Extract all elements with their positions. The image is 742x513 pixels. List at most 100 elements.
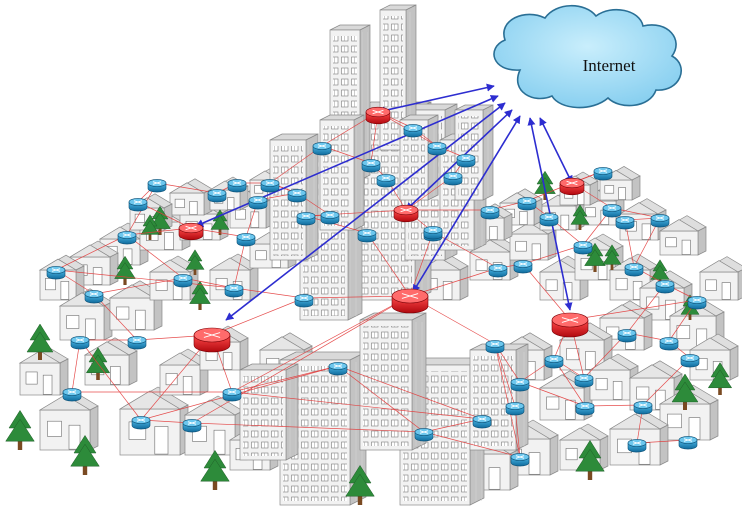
access-router-icon (593, 167, 613, 181)
tree-icon (189, 280, 211, 310)
gateway-router-icon (193, 327, 231, 353)
access-router-icon (472, 415, 492, 429)
mesh-link (494, 343, 516, 407)
access-router-icon (633, 401, 653, 415)
access-router-icon (517, 197, 537, 211)
access-router-icon (312, 142, 332, 156)
access-router-icon (260, 179, 280, 193)
access-router-icon (480, 206, 500, 220)
access-router-icon (131, 416, 151, 430)
access-router-icon (510, 453, 530, 467)
access-router-icon (624, 263, 644, 277)
access-router-icon (427, 142, 447, 156)
mesh-link (569, 299, 698, 321)
house-icon (608, 409, 669, 466)
access-router-icon (488, 264, 508, 278)
tree-icon (707, 362, 733, 395)
access-router-icon (70, 336, 90, 350)
access-router-icon (287, 189, 307, 203)
house-icon (183, 395, 244, 456)
access-router-icon (222, 388, 242, 402)
access-router-icon (328, 362, 348, 376)
house-icon (38, 254, 85, 301)
access-router-icon (357, 229, 377, 243)
access-router-icon (173, 274, 193, 288)
tree-icon (671, 373, 699, 410)
gateway-router-icon (393, 204, 419, 223)
gateway-router-icon (551, 312, 589, 338)
access-router-icon (443, 172, 463, 186)
access-router-icon (575, 402, 595, 416)
mesh-link (55, 234, 128, 271)
access-router-icon (46, 266, 66, 280)
access-router-icon (248, 196, 268, 210)
mesh-link (337, 365, 425, 433)
internet-cloud-icon: Internet (493, 5, 682, 109)
access-router-icon (294, 294, 314, 308)
access-router-icon (117, 231, 137, 245)
access-router-icon (539, 213, 559, 227)
mesh-link (93, 277, 184, 295)
mesh-link (231, 391, 483, 420)
access-router-icon (84, 290, 104, 304)
tree-icon (345, 464, 375, 505)
mesh-link (519, 381, 586, 407)
house-icon (18, 346, 69, 396)
access-router-icon (320, 211, 340, 225)
access-router-icon (655, 280, 675, 294)
internet-link (412, 115, 521, 293)
mesh-link (642, 357, 691, 406)
tower-icon (469, 343, 529, 451)
gateway-router-icon (559, 177, 585, 196)
house-icon (108, 280, 163, 331)
tower-icon (239, 363, 299, 461)
tree-icon (70, 434, 100, 475)
house-icon (658, 215, 707, 256)
house-icon (698, 256, 742, 301)
mesh-link (337, 365, 483, 420)
access-router-icon (224, 284, 244, 298)
routers-layer (46, 106, 707, 467)
tower-icon (454, 104, 494, 201)
mesh-link (231, 365, 339, 393)
access-router-icon (505, 402, 525, 416)
access-router-icon (207, 189, 227, 203)
access-router-icon (361, 159, 381, 173)
access-router-icon (627, 439, 647, 453)
house-icon (168, 178, 213, 216)
internet-label: Internet (583, 56, 636, 75)
access-router-icon (128, 198, 148, 212)
access-router-icon (513, 260, 533, 274)
access-router-icon (510, 378, 530, 392)
access-router-icon (573, 241, 593, 255)
mesh-link (191, 422, 425, 433)
tree-icon (602, 244, 622, 270)
access-router-icon (423, 226, 443, 240)
access-router-icon (659, 337, 679, 351)
access-router-icon (687, 296, 707, 310)
mesh-link (584, 404, 644, 407)
tree-icon (140, 214, 160, 240)
mesh-link (423, 431, 521, 458)
tree-icon (114, 255, 136, 285)
access-router-icon (615, 216, 635, 230)
access-router-icon (617, 329, 637, 343)
access-router-icon (376, 174, 396, 188)
mesh-link (126, 234, 184, 279)
tree-icon (26, 323, 54, 360)
mesh-link (79, 339, 142, 421)
tree-icon (200, 449, 230, 490)
tree-icon (5, 409, 35, 450)
house-icon (658, 384, 719, 441)
access-router-icon (403, 124, 423, 138)
access-router-icon (182, 419, 202, 433)
access-router-icon (485, 340, 505, 354)
access-router-icon (414, 428, 434, 442)
access-router-icon (147, 179, 167, 193)
access-router-icon (544, 355, 564, 369)
access-router-icon (650, 214, 670, 228)
tree-icon (534, 170, 556, 200)
access-router-icon (62, 388, 82, 402)
gateway-router-icon (391, 288, 429, 314)
mesh-link (211, 297, 305, 336)
